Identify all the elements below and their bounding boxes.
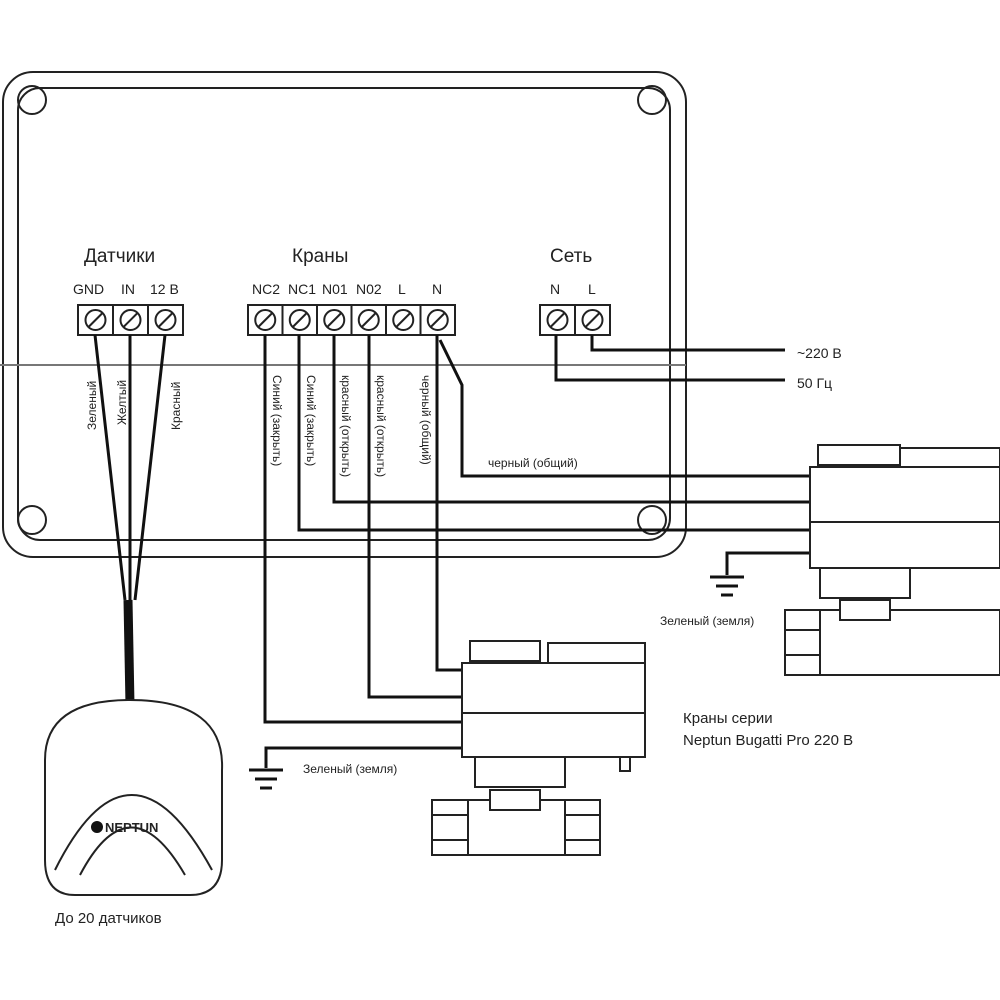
wire-label-red: Красный (169, 382, 183, 430)
screw-icon (392, 309, 415, 331)
screw-slot (87, 312, 104, 328)
screw-slot (326, 312, 342, 328)
pin-in: IN (121, 281, 135, 297)
neptun-logo: NEPTUN (105, 820, 158, 835)
mains-voltage-label: ~220 В (797, 345, 842, 361)
wire-label-nc2: Синий (закрыть) (270, 375, 284, 466)
wires (93, 334, 810, 768)
screw-slot (157, 312, 174, 328)
pin-nc2: NC2 (252, 281, 280, 297)
common-wire-label: черный (общий) (488, 456, 578, 470)
mains-pin-l: L (588, 281, 596, 297)
lower-valve (431, 640, 646, 856)
screw-icon (357, 309, 380, 331)
wire-label-no1: красный (открыть) (339, 375, 353, 477)
pin-no1: N01 (322, 281, 348, 297)
screw-icon (254, 309, 277, 331)
screw-icon (84, 309, 107, 331)
wire-label-n: черный (общий) (419, 375, 433, 465)
pin-gnd: GND (73, 281, 104, 297)
wire-label-green: Зеленый (85, 381, 99, 430)
screw-slot (549, 312, 566, 328)
screw-slot (292, 312, 308, 328)
pin-12v: 12 В (150, 281, 179, 297)
pin-nc1: NC1 (288, 281, 316, 297)
mains-pin-n: N (550, 281, 560, 297)
wire-label-yellow: Желтый (115, 380, 129, 425)
screw-icon (581, 309, 604, 331)
screw-slot (395, 312, 411, 328)
ground-label-lower: Зеленый (земля) (303, 762, 397, 776)
mains-frequency-label: 50 Гц (797, 375, 832, 391)
screw-icon (119, 309, 142, 331)
screw-slot (361, 312, 377, 328)
sensors-heading: Датчики (84, 246, 155, 267)
terminal-blocks (77, 304, 611, 336)
screw-slot (430, 312, 446, 328)
ground-icon (710, 575, 744, 597)
valves-heading: Краны (292, 246, 348, 267)
valves-caption-line2: Neptun Bugatti Pro 220 В (683, 732, 853, 749)
screw-icon (154, 309, 177, 331)
wire-label-nc1: Синий (закрыть) (304, 375, 318, 466)
sensor-caption: До 20 датчиков (55, 910, 162, 927)
screw-slot (122, 312, 139, 328)
screw-icon (426, 309, 449, 331)
screw-icon (546, 309, 569, 331)
pin-l: L (398, 281, 406, 297)
valves-caption-line1: Краны серии (683, 710, 773, 727)
controller-box (0, 71, 687, 558)
pin-n: N (432, 281, 442, 297)
screw-icon (288, 309, 311, 331)
ground-label-upper: Зеленый (земля) (660, 614, 754, 628)
mains-heading: Сеть (550, 246, 592, 267)
screw-slot (584, 312, 601, 328)
pin-no2: N02 (356, 281, 382, 297)
screw-icon (323, 309, 346, 331)
wire-label-no2: красный (открыть) (374, 375, 388, 477)
water-sensor: NEPTUN (44, 698, 224, 896)
screw-slot (257, 312, 273, 328)
upper-valve (784, 444, 1000, 676)
ground-icon (249, 768, 283, 790)
